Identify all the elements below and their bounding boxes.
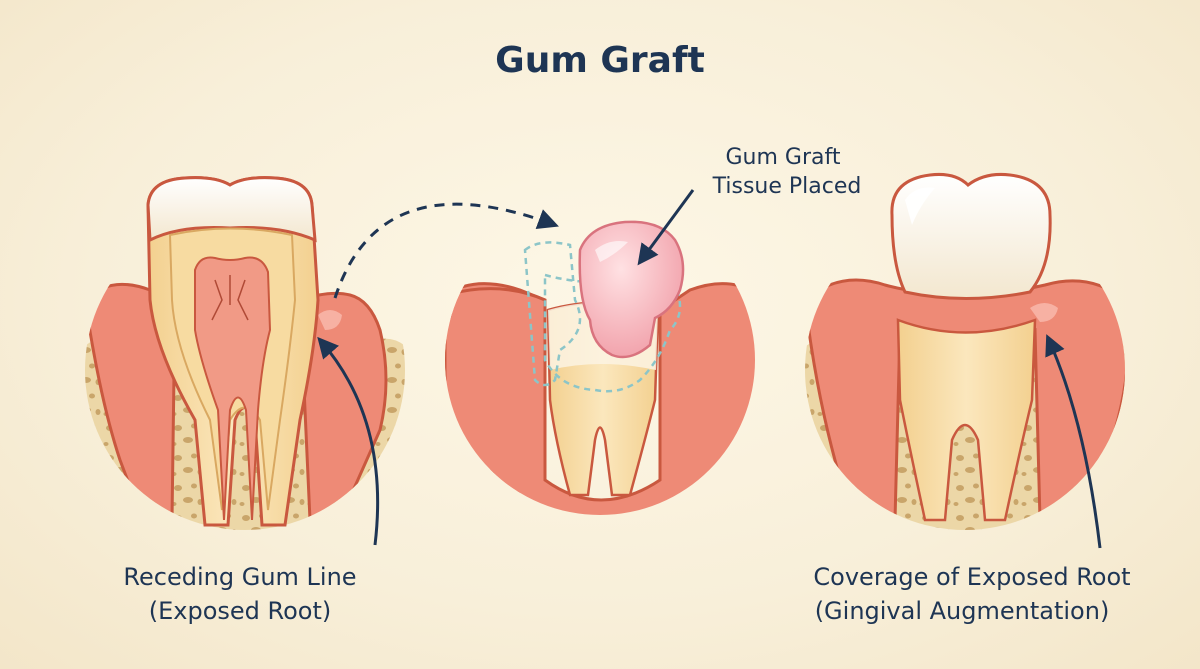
receding-pointer-arrow (317, 336, 380, 546)
tooth-root (896, 318, 1037, 522)
graft-ghost-body (543, 273, 682, 393)
receding-label-line2: (Exposed Root) (149, 597, 332, 625)
gum-highlight (318, 310, 342, 330)
transfer-dashed-arrow (333, 202, 559, 299)
coverage-label-line1: Coverage of Exposed Root (813, 563, 1130, 591)
graft-ghost-left (523, 241, 582, 387)
diagram-title: Gum Graft (495, 40, 705, 81)
tooth-crown (890, 173, 1052, 300)
graft-highlight (595, 241, 628, 262)
gum-left (85, 282, 177, 530)
coverage-label-line2: (Gingival Augmentation) (815, 597, 1110, 625)
gum-highlight (1030, 303, 1058, 322)
graft-placement-illustration (445, 220, 755, 515)
graft-label-line2: Tissue Placed (712, 174, 862, 199)
graft-pointer-arrow (637, 189, 695, 266)
graft-label-line1: Gum Graft (726, 145, 841, 170)
receding-gum-illustration (85, 176, 405, 530)
crown-highlight (905, 187, 935, 225)
tooth-enamel (146, 176, 317, 243)
tooth-pulp (194, 256, 272, 521)
tooth-nerves (211, 275, 249, 321)
coverage-pointer-arrow (1045, 334, 1102, 549)
receding-label-line1: Receding Gum Line (123, 563, 356, 591)
coverage-illustration (805, 173, 1125, 530)
